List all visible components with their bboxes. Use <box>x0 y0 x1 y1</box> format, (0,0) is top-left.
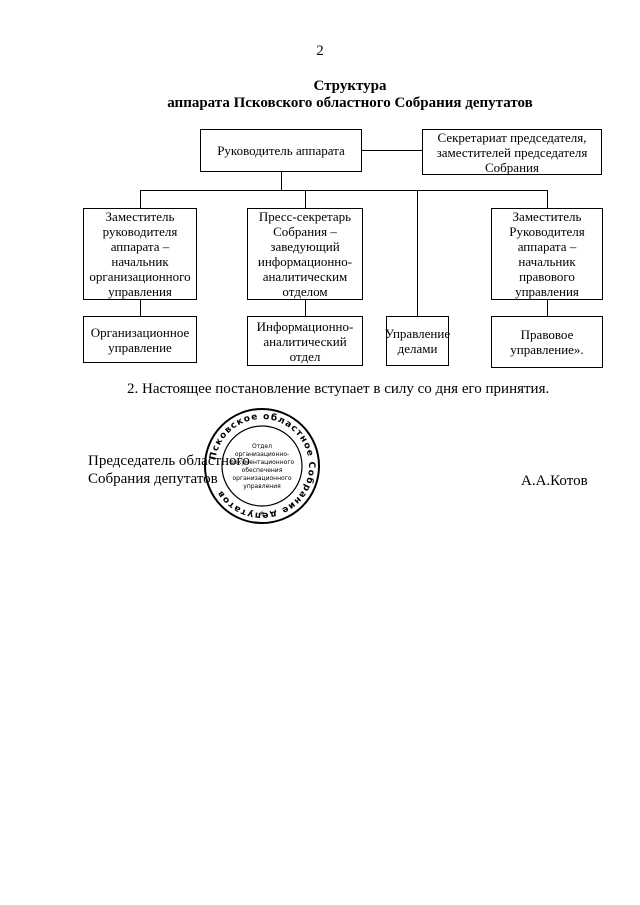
bus-drop-affairs <box>417 190 418 316</box>
affairs-department-box: Управление делами <box>385 316 450 366</box>
svg-text:Отдел: Отдел <box>252 443 272 450</box>
svg-text:организационного: организационного <box>233 475 292 482</box>
deputy-org-down <box>140 300 141 316</box>
svg-text:обеспечения: обеспечения <box>242 467 283 474</box>
svg-text:управления: управления <box>243 483 281 490</box>
deputy-legal-box: Заместитель Руководителя аппарата – нача… <box>491 208 603 300</box>
legal-department-box: Правовое управление». <box>491 316 603 368</box>
head-secretariat-connector <box>362 150 422 151</box>
signatory-name: А.А.Котов <box>521 473 588 489</box>
press-down <box>305 300 306 316</box>
official-stamp: Псковское областное Собрание депутатов О… <box>202 406 322 526</box>
org-department-box: Организационное управление <box>83 316 197 363</box>
signatory-position-line2: Собрания депутатов <box>88 471 218 487</box>
secretariat-box: Секретариат председателя, заместителей п… <box>422 129 602 175</box>
chart-title: Структура <box>313 78 387 94</box>
svg-text:документационного: документационного <box>230 459 295 466</box>
head-box: Руководитель аппарата <box>200 129 362 172</box>
deputy-legal-down <box>547 300 548 316</box>
bus-drop-left <box>140 190 141 208</box>
deputy-org-box: Заместитель руководителя аппарата – нача… <box>83 208 197 300</box>
clause-text: 2. Настоящее постановление вступает в си… <box>127 381 550 397</box>
svg-text:организационно-: организационно- <box>235 451 289 458</box>
bus-drop-center <box>305 190 306 208</box>
chart-subtitle: аппарата Псковского областного Собрания … <box>167 95 533 111</box>
svg-text:*: * <box>260 510 265 521</box>
head-down-connector <box>281 172 282 191</box>
signatory-position-line1: Председатель областного <box>88 453 250 469</box>
bus-drop-right <box>547 190 548 208</box>
press-secretary-box: Пресс-секретарь Собрания – заведующий ин… <box>247 208 363 300</box>
horizontal-bus-line <box>140 190 548 191</box>
info-department-box: Информационно-аналитический отдел <box>247 316 363 366</box>
page-number: 2 <box>316 43 324 59</box>
